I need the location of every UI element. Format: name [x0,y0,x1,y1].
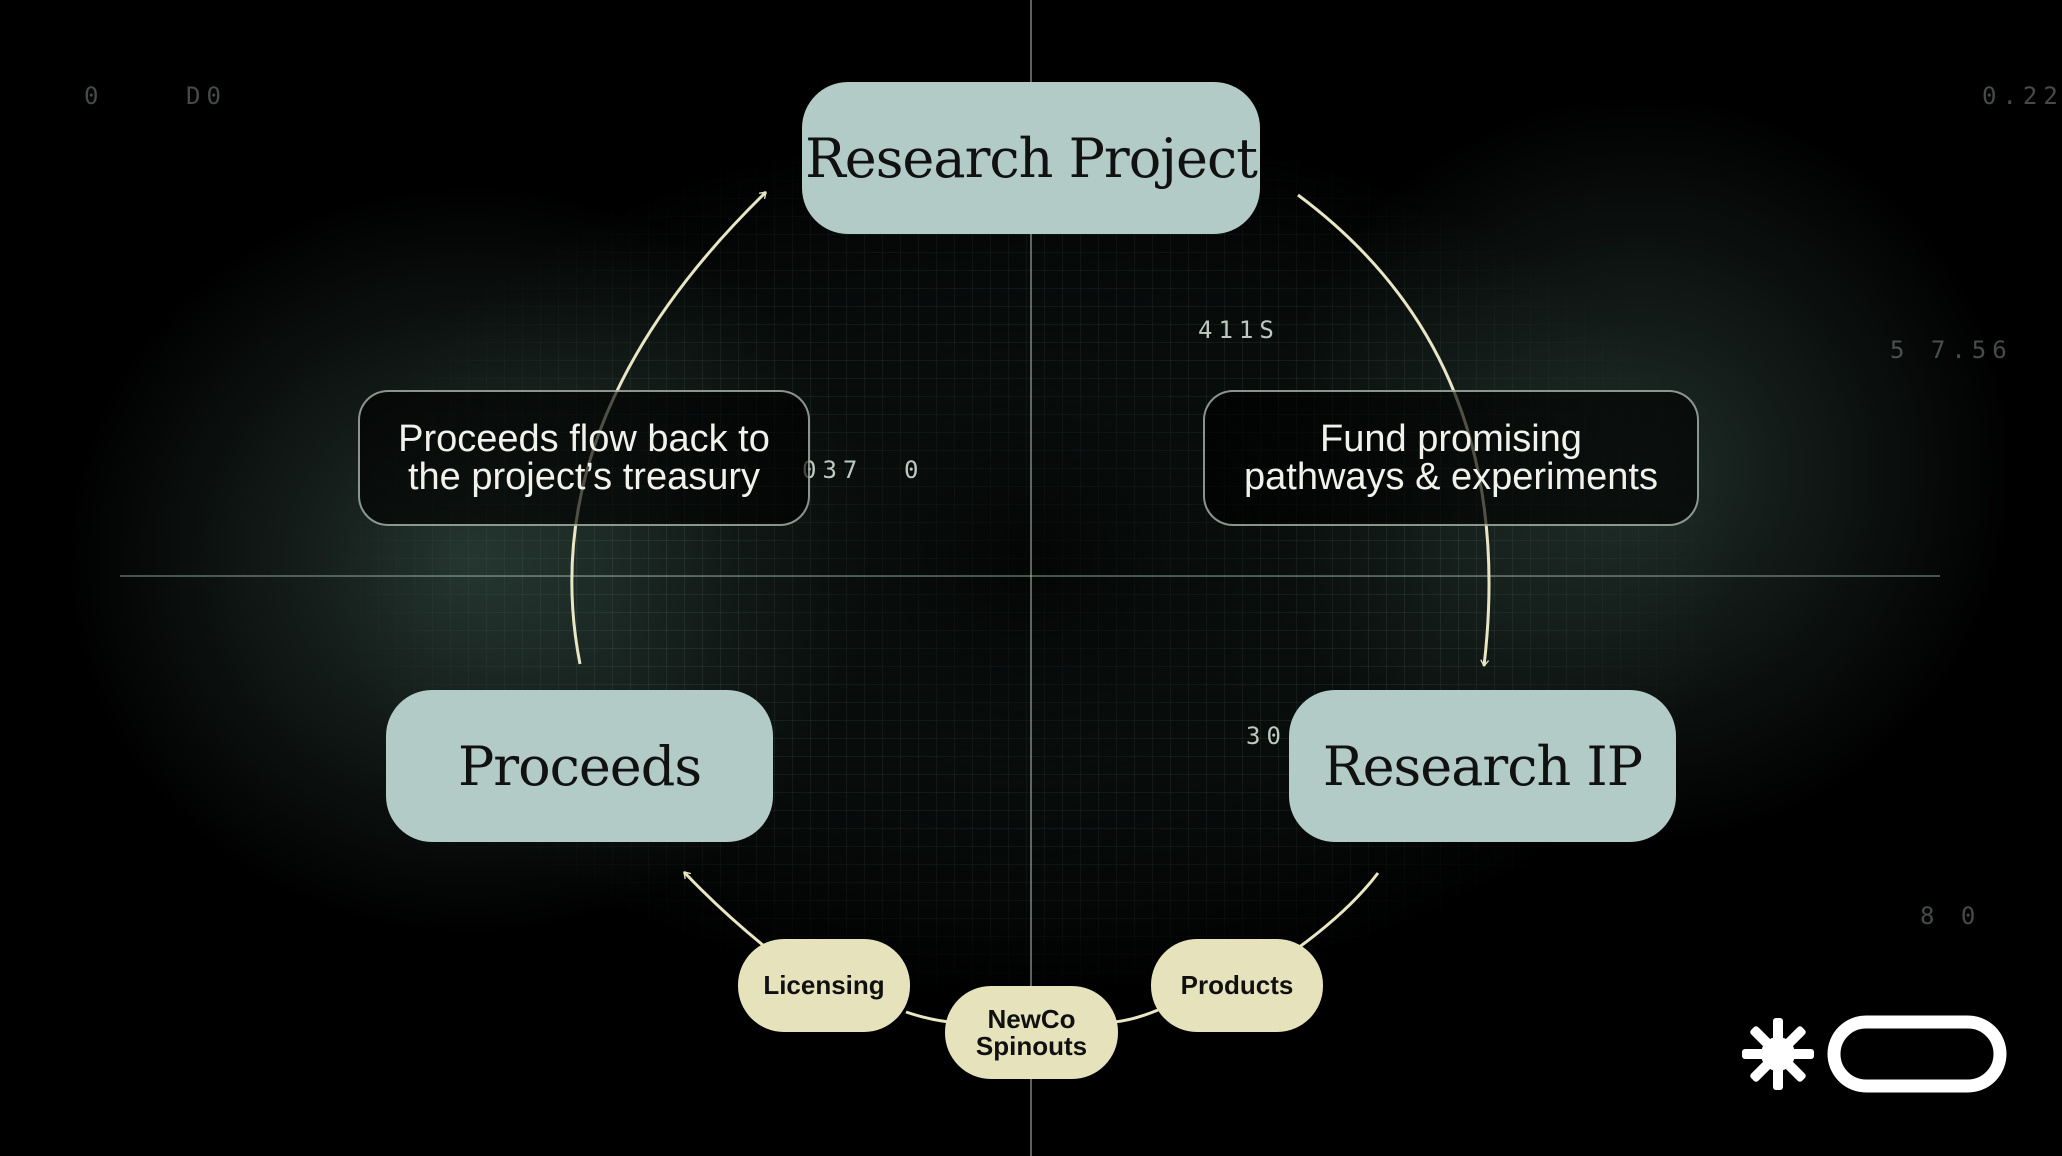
pill-products: Products [1151,939,1323,1032]
pill-licensing-label: Licensing [763,970,885,1000]
pill-newco-line-1: NewCo [987,1003,1076,1034]
bio-logo-mark-icon [1742,1018,1814,1090]
background-glyph: D0 [186,82,227,110]
node-research-project: Research Project [802,82,1260,234]
background-glyph: 037 [802,456,864,484]
arrow-newco-to-licensing [905,1010,951,1024]
background-glyph: 0 [904,456,925,484]
background-glyph: 411S [1198,316,1280,344]
background-glyph: 30 [1246,722,1287,750]
bio-logo [1742,1015,2007,1093]
pill-licensing: Licensing [738,939,910,1032]
background-glyph: 5 7.56 [1890,336,2013,364]
background-glyph: 8 0 [1920,902,1982,930]
node-research-ip-label: Research IP [1322,734,1643,798]
background-glyph: 0 [84,82,105,110]
node-proceeds: Proceeds [386,690,773,842]
crosshair-horizontal-line [120,575,1940,577]
node-proceeds-label: Proceeds [457,734,702,798]
crosshair-vertical-line [1030,0,1032,1156]
bio-logo-wordmark [1827,1015,2007,1093]
note-fund-pathways: Fund promising pathways & experiments [1203,390,1699,526]
arrow-ip-to-products [1297,872,1380,950]
note-proceeds-flow-back: Proceeds flow back to the project’s trea… [358,390,810,526]
node-research-project-label: Research Project [805,126,1258,190]
pill-newco-spinouts: NewCo Spinouts [945,986,1118,1079]
note-flow-back-line-1: Proceeds flow back to [398,418,770,460]
pill-products-label: Products [1180,970,1294,1000]
arrow-products-to-newco [1113,1008,1159,1024]
node-research-ip: Research IP [1289,690,1676,842]
note-fund-line-2: pathways & experiments [1244,456,1658,498]
bio-logo-letters [1858,1032,1978,1076]
note-flow-back-line-2: the project’s treasury [407,456,761,498]
arrow-licensing-to-proceeds [682,870,765,948]
note-fund-line-1: Fund promising [1320,418,1582,460]
pill-newco-line-2: Spinouts [975,1030,1088,1061]
background-glyph: 0.22 [1982,82,2062,110]
